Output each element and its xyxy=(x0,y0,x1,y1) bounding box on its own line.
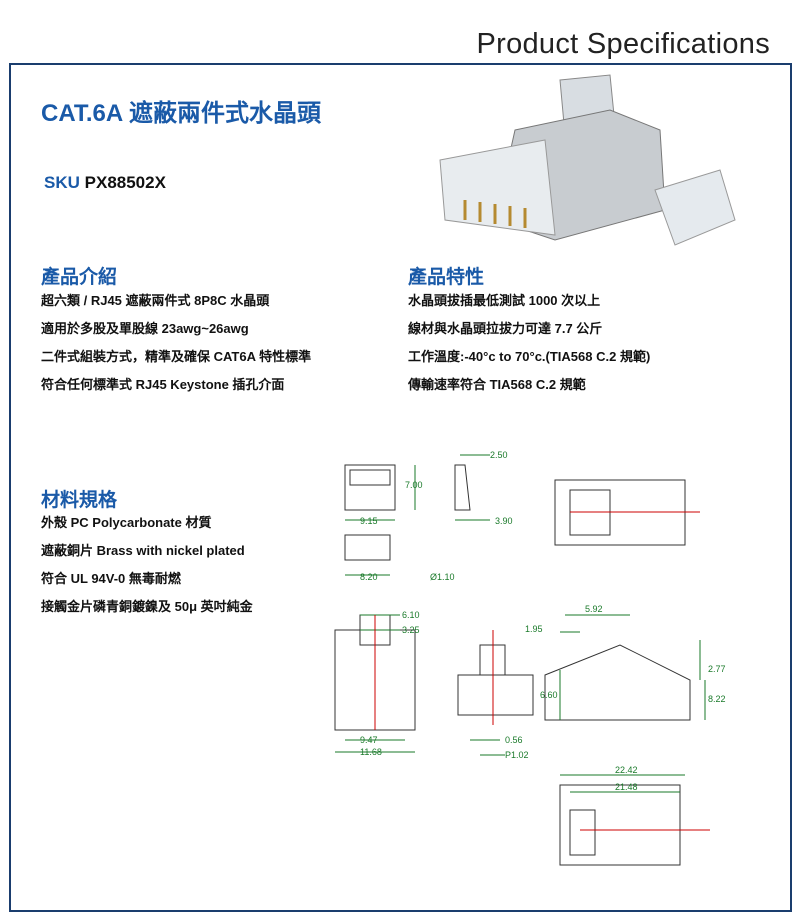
product-image xyxy=(439,74,736,246)
dim-label: 3.25 xyxy=(402,625,420,635)
dim-label: 2.50 xyxy=(490,450,508,460)
sku: SKU PX88502X xyxy=(44,173,166,193)
dim-label: 5.92 xyxy=(585,604,603,614)
spec-frame xyxy=(9,63,792,912)
dim-label: 7.00 xyxy=(405,480,423,490)
dim-label: 2.77 xyxy=(708,664,726,674)
list-item: 線材與水晶頭拉拔力可達 7.7 公斤 xyxy=(408,321,603,336)
list-item: 適用於多股及單股線 23awg~26awg xyxy=(41,321,249,336)
dimension-drawing: 2.50 7.00 9.15 3.90 8.20 Ø1.10 6.10 3.25… xyxy=(334,450,726,866)
dim-label: 6.10 xyxy=(402,610,420,620)
features-heading: 產品特性 xyxy=(408,267,485,288)
list-item: 水晶頭拔插最低測試 1000 次以上 xyxy=(408,293,601,308)
materials-list: 外殼 PC Polycarbonate 材質 遮蔽銅片 Brass with n… xyxy=(41,509,253,621)
dim-label: P1.02 xyxy=(505,750,529,760)
list-item: 傳輸速率符合 TIA568 C.2 規範 xyxy=(408,377,586,392)
materials-heading: 材料規格 xyxy=(41,490,118,511)
dim-label: 6.60 xyxy=(540,690,558,700)
list-item: 接觸金片磷青銅鍍鎳及 50μ 英吋純金 xyxy=(41,599,253,614)
page-header-title: Product Specifications xyxy=(476,28,770,60)
dim-label: 0.56 xyxy=(505,735,523,745)
sku-label: SKU xyxy=(44,173,80,192)
features-list: 水晶頭拔插最低測試 1000 次以上 線材與水晶頭拉拔力可達 7.7 公斤 工作… xyxy=(408,287,650,399)
dim-label: 9.15 xyxy=(360,516,378,526)
dim-label: 8.20 xyxy=(360,572,378,582)
list-item: 符合 UL 94V-0 無毒耐燃 xyxy=(41,571,181,586)
intro-heading: 產品介紹 xyxy=(41,267,118,288)
list-item: 外殼 PC Polycarbonate 材質 xyxy=(41,515,212,530)
dim-label: Ø1.10 xyxy=(430,572,455,582)
dim-label: 9.47 xyxy=(360,735,378,745)
sku-value: PX88502X xyxy=(84,173,166,192)
dim-label: 1.95 xyxy=(525,624,543,634)
product-title: CAT.6A 遮蔽兩件式水晶頭 xyxy=(41,100,322,127)
list-item: 二件式組裝方式，精準及確保 CAT6A 特性標準 xyxy=(41,349,312,364)
dim-label: 11.68 xyxy=(360,747,382,757)
dim-label: 21.48 xyxy=(615,782,638,792)
list-item: 遮蔽銅片 Brass with nickel plated xyxy=(41,543,245,558)
list-item: 符合任何標準式 RJ45 Keystone 插孔介面 xyxy=(41,377,285,392)
dim-label: 3.90 xyxy=(495,516,513,526)
dim-label: 22.42 xyxy=(615,765,638,775)
list-item: 超六類 / RJ45 遮蔽兩件式 8P8C 水晶頭 xyxy=(41,293,270,308)
dim-label: 8.22 xyxy=(708,694,726,704)
list-item: 工作溫度:-40°c to 70°c.(TIA568 C.2 規範) xyxy=(408,349,651,364)
intro-list: 超六類 / RJ45 遮蔽兩件式 8P8C 水晶頭 適用於多股及單股線 23aw… xyxy=(41,287,311,399)
